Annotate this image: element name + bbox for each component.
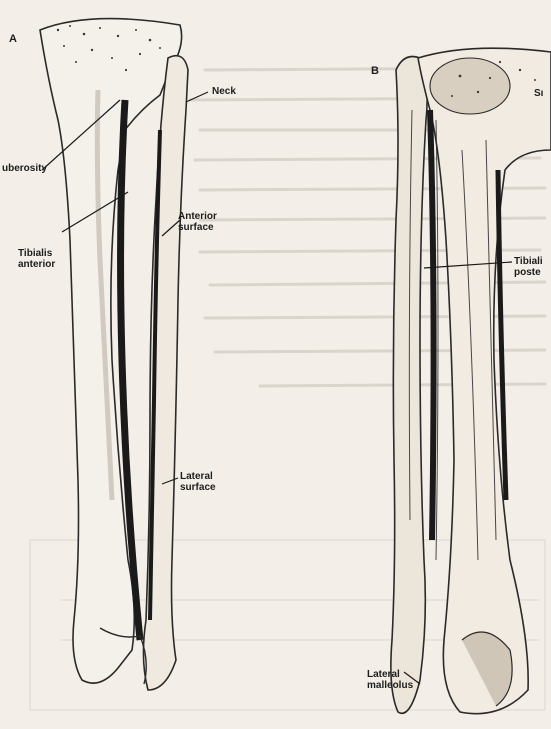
panel-a-letter: A [9,34,17,45]
label-superior: Sı [534,88,543,99]
label-neck: Neck [212,86,236,97]
label-lateral-malleolus: Lateral malleolus [367,669,413,691]
label-tuberosity: uberosity [2,163,47,174]
panel-b-letter: B [371,66,379,77]
label-lateral-surface: Lateral surface [180,471,216,493]
label-anterior-surface: Anterior surface [178,211,217,233]
label-tibialis-posterior: Tibiali poste [514,256,543,278]
label-tibialis-anterior: Tibialis anterior [18,248,55,270]
